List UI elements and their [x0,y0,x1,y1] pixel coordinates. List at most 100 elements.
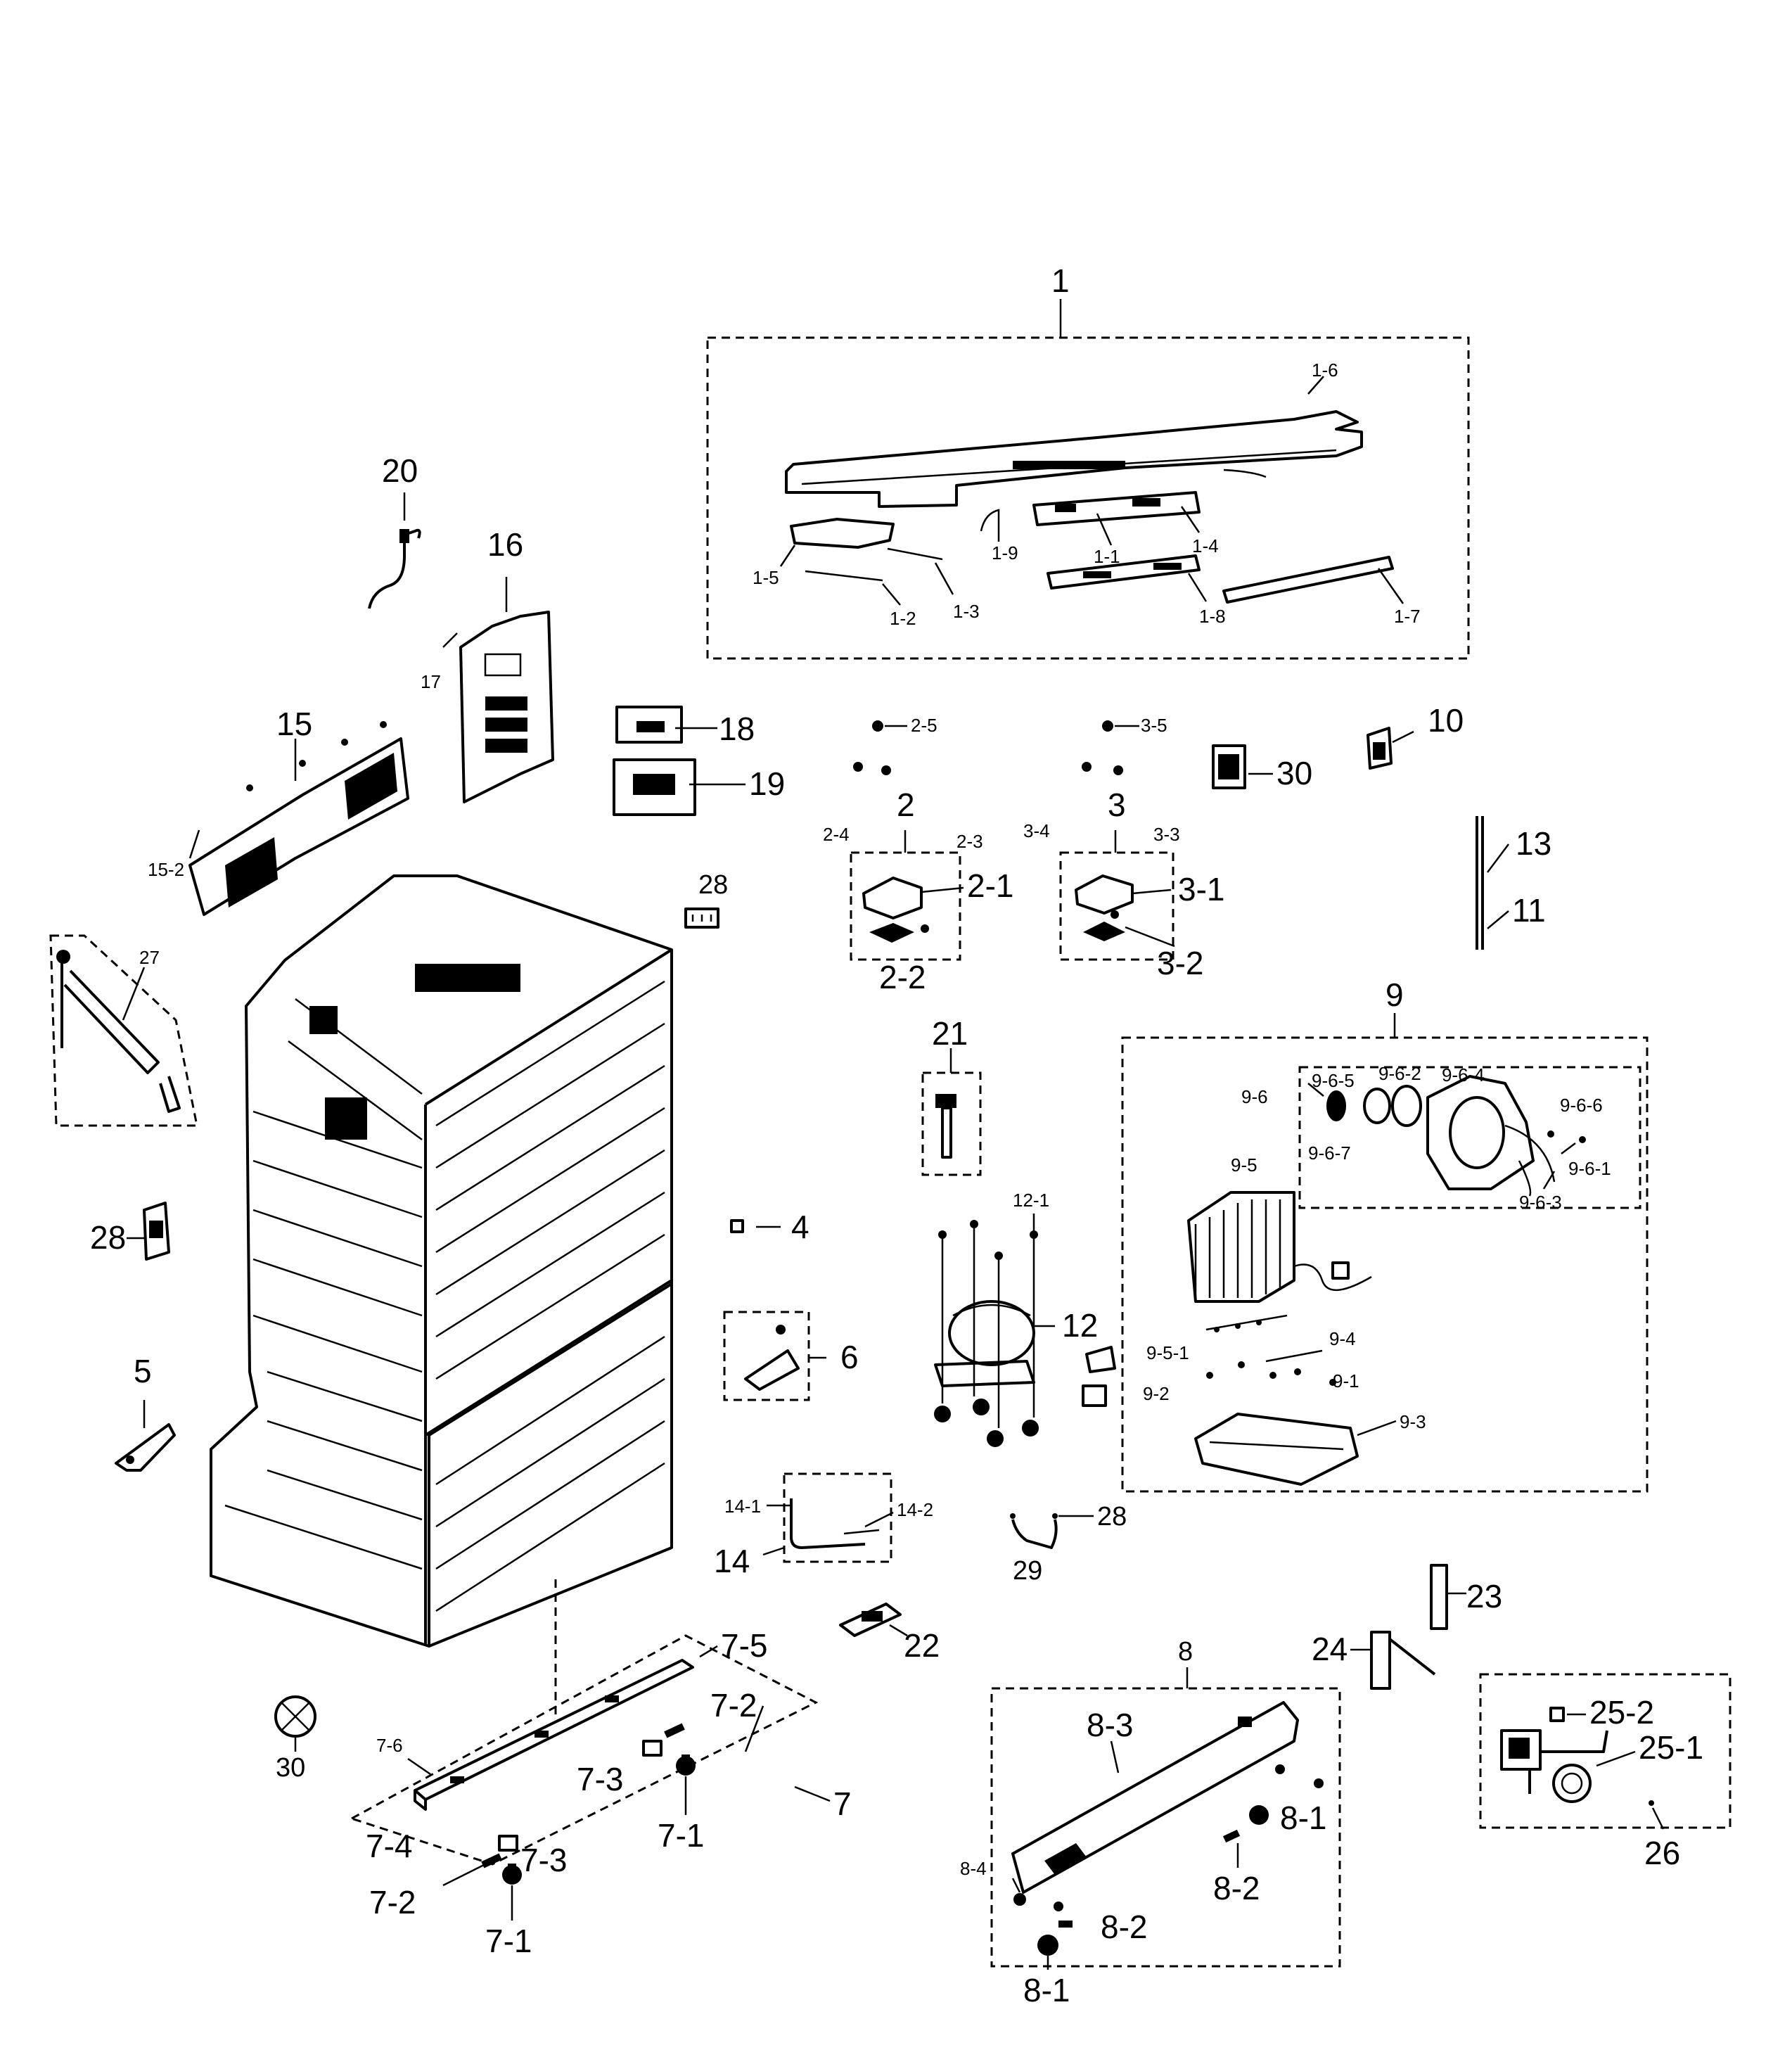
callout-25-2: 25-2 [1589,1694,1654,1731]
assembly-1-top-panel [706,299,1470,660]
part-19-board [613,758,745,816]
callout-3: 3 [1108,786,1126,823]
callout-2: 2 [897,786,915,823]
callout-9-6-4: 9-6-4 [1442,1064,1485,1085]
callout-15-2: 15-2 [148,859,184,880]
callout-2-5: 2-5 [911,715,937,736]
callout-1-1: 1-1 [1094,546,1120,567]
callout-26: 26 [1644,1835,1680,1871]
callout-19: 19 [749,765,785,802]
callout-7-4: 7-4 [366,1828,412,1864]
part-1-8-bar [1047,554,1201,590]
callout-8-2-b: 8-2 [1101,1909,1147,1945]
callout-7-1-b: 7-1 [485,1923,532,1959]
callout-9-6-1: 9-6-1 [1568,1158,1611,1179]
callout-9-6-3: 9-6-3 [1519,1192,1562,1213]
callout-3-1: 3-1 [1178,871,1224,908]
assembly-7-rail [349,1634,831,1921]
callout-8-1-b: 8-1 [1023,1972,1070,2008]
callout-5: 5 [134,1353,152,1389]
callout-7-2-b: 7-2 [369,1884,416,1921]
callout-28-b: 28 [90,1219,126,1256]
callout-7-1-a: 7-1 [658,1817,704,1854]
callout-7: 7 [833,1785,852,1822]
callout-24: 24 [1312,1631,1348,1667]
part-1-7-rod [1222,556,1394,604]
callout-9-5: 9-5 [1231,1154,1257,1176]
part-27-tube-assembly [49,934,198,1127]
callout-10: 10 [1428,702,1464,739]
callout-25-1: 25-1 [1639,1729,1703,1766]
assembly-8-plate [990,1667,1341,1970]
part-1-2-wire [805,570,883,582]
part-6-bracket [723,1311,826,1401]
callout-3-5: 3-5 [1141,715,1167,736]
callout-30-b: 30 [1276,755,1312,791]
callout-9-4: 9-4 [1329,1328,1356,1349]
callout-9-3: 9-3 [1400,1411,1426,1432]
part-1-3-wire [887,547,943,561]
callout-14-2: 14-2 [897,1499,933,1520]
callout-7-3-a: 7-3 [577,1761,623,1797]
callout-21: 21 [932,1015,968,1052]
callout-4: 4 [791,1209,809,1245]
assembly-12-compressor [934,1214,1116,1447]
callout-12-1: 12-1 [1013,1190,1049,1211]
part-28-clip-top [684,908,719,929]
part-22-sensor [839,1603,908,1637]
callout-9-6-7: 9-6-7 [1308,1142,1351,1164]
callout-6: 6 [840,1339,859,1375]
assembly-25-water-valve [1479,1673,1732,1830]
callout-29: 29 [1013,1556,1042,1586]
callout-14: 14 [714,1543,750,1579]
callout-18: 18 [719,711,755,747]
callout-27: 27 [139,947,160,968]
part-28-bracket-left [127,1202,170,1261]
part-21-heater [921,1048,982,1176]
callout-28-a: 28 [698,870,728,900]
callout-1-8: 1-8 [1199,606,1226,627]
part-18-board [615,706,717,744]
callout-3-4: 3-4 [1023,820,1050,841]
callout-2-4: 2-4 [823,824,850,845]
callout-7-6: 7-6 [376,1735,403,1756]
main-cabinet [210,874,673,1717]
part-24-filter [1350,1631,1436,1690]
callout-9-6-2: 9-6-2 [1378,1063,1421,1084]
callout-9-2: 9-2 [1143,1383,1170,1404]
assembly-3-sensor [1059,720,1175,961]
callout-2-3: 2-3 [956,831,983,852]
part-1-6-top-plate [785,410,1363,508]
callout-20: 20 [382,452,418,489]
assembly-2-sensor [850,720,964,961]
callout-1-9: 1-9 [992,542,1018,563]
callout-7-2-a: 7-2 [710,1687,757,1724]
callout-8: 8 [1178,1637,1193,1667]
callout-1-3: 1-3 [953,601,980,622]
callout-labels: 1 1-1 1-2 1-3 1-4 1-5 1-6 1-7 1-8 1-9 2 … [90,262,1703,2008]
callout-22: 22 [904,1627,940,1664]
callout-30-a: 30 [276,1753,305,1783]
callout-1-7: 1-7 [1394,606,1421,627]
part-30-cap-right [1212,744,1273,789]
callout-28-c: 28 [1097,1502,1127,1531]
part-1-9-wire [980,509,1000,542]
part-1-5-plate [790,518,895,549]
callout-8-2-a: 8-2 [1213,1870,1260,1906]
part-4-screw [730,1219,781,1233]
assembly-9-evaporator [1121,1013,1649,1493]
callout-3-3: 3-3 [1153,824,1180,845]
part-5-hinge [115,1400,176,1472]
callout-13: 13 [1516,825,1551,862]
callout-1-2: 1-2 [890,608,916,629]
callout-2-2: 2-2 [879,959,926,995]
callout-9: 9 [1385,976,1404,1013]
part-29-wire [1010,1513,1094,1549]
part-13-tube [1476,816,1509,950]
part-20-power-cord [368,492,421,609]
assembly-14-heater [762,1472,894,1563]
part-10-clip [1367,727,1414,770]
callout-14-1: 14-1 [724,1496,761,1517]
callout-9-6-6: 9-6-6 [1560,1095,1603,1116]
